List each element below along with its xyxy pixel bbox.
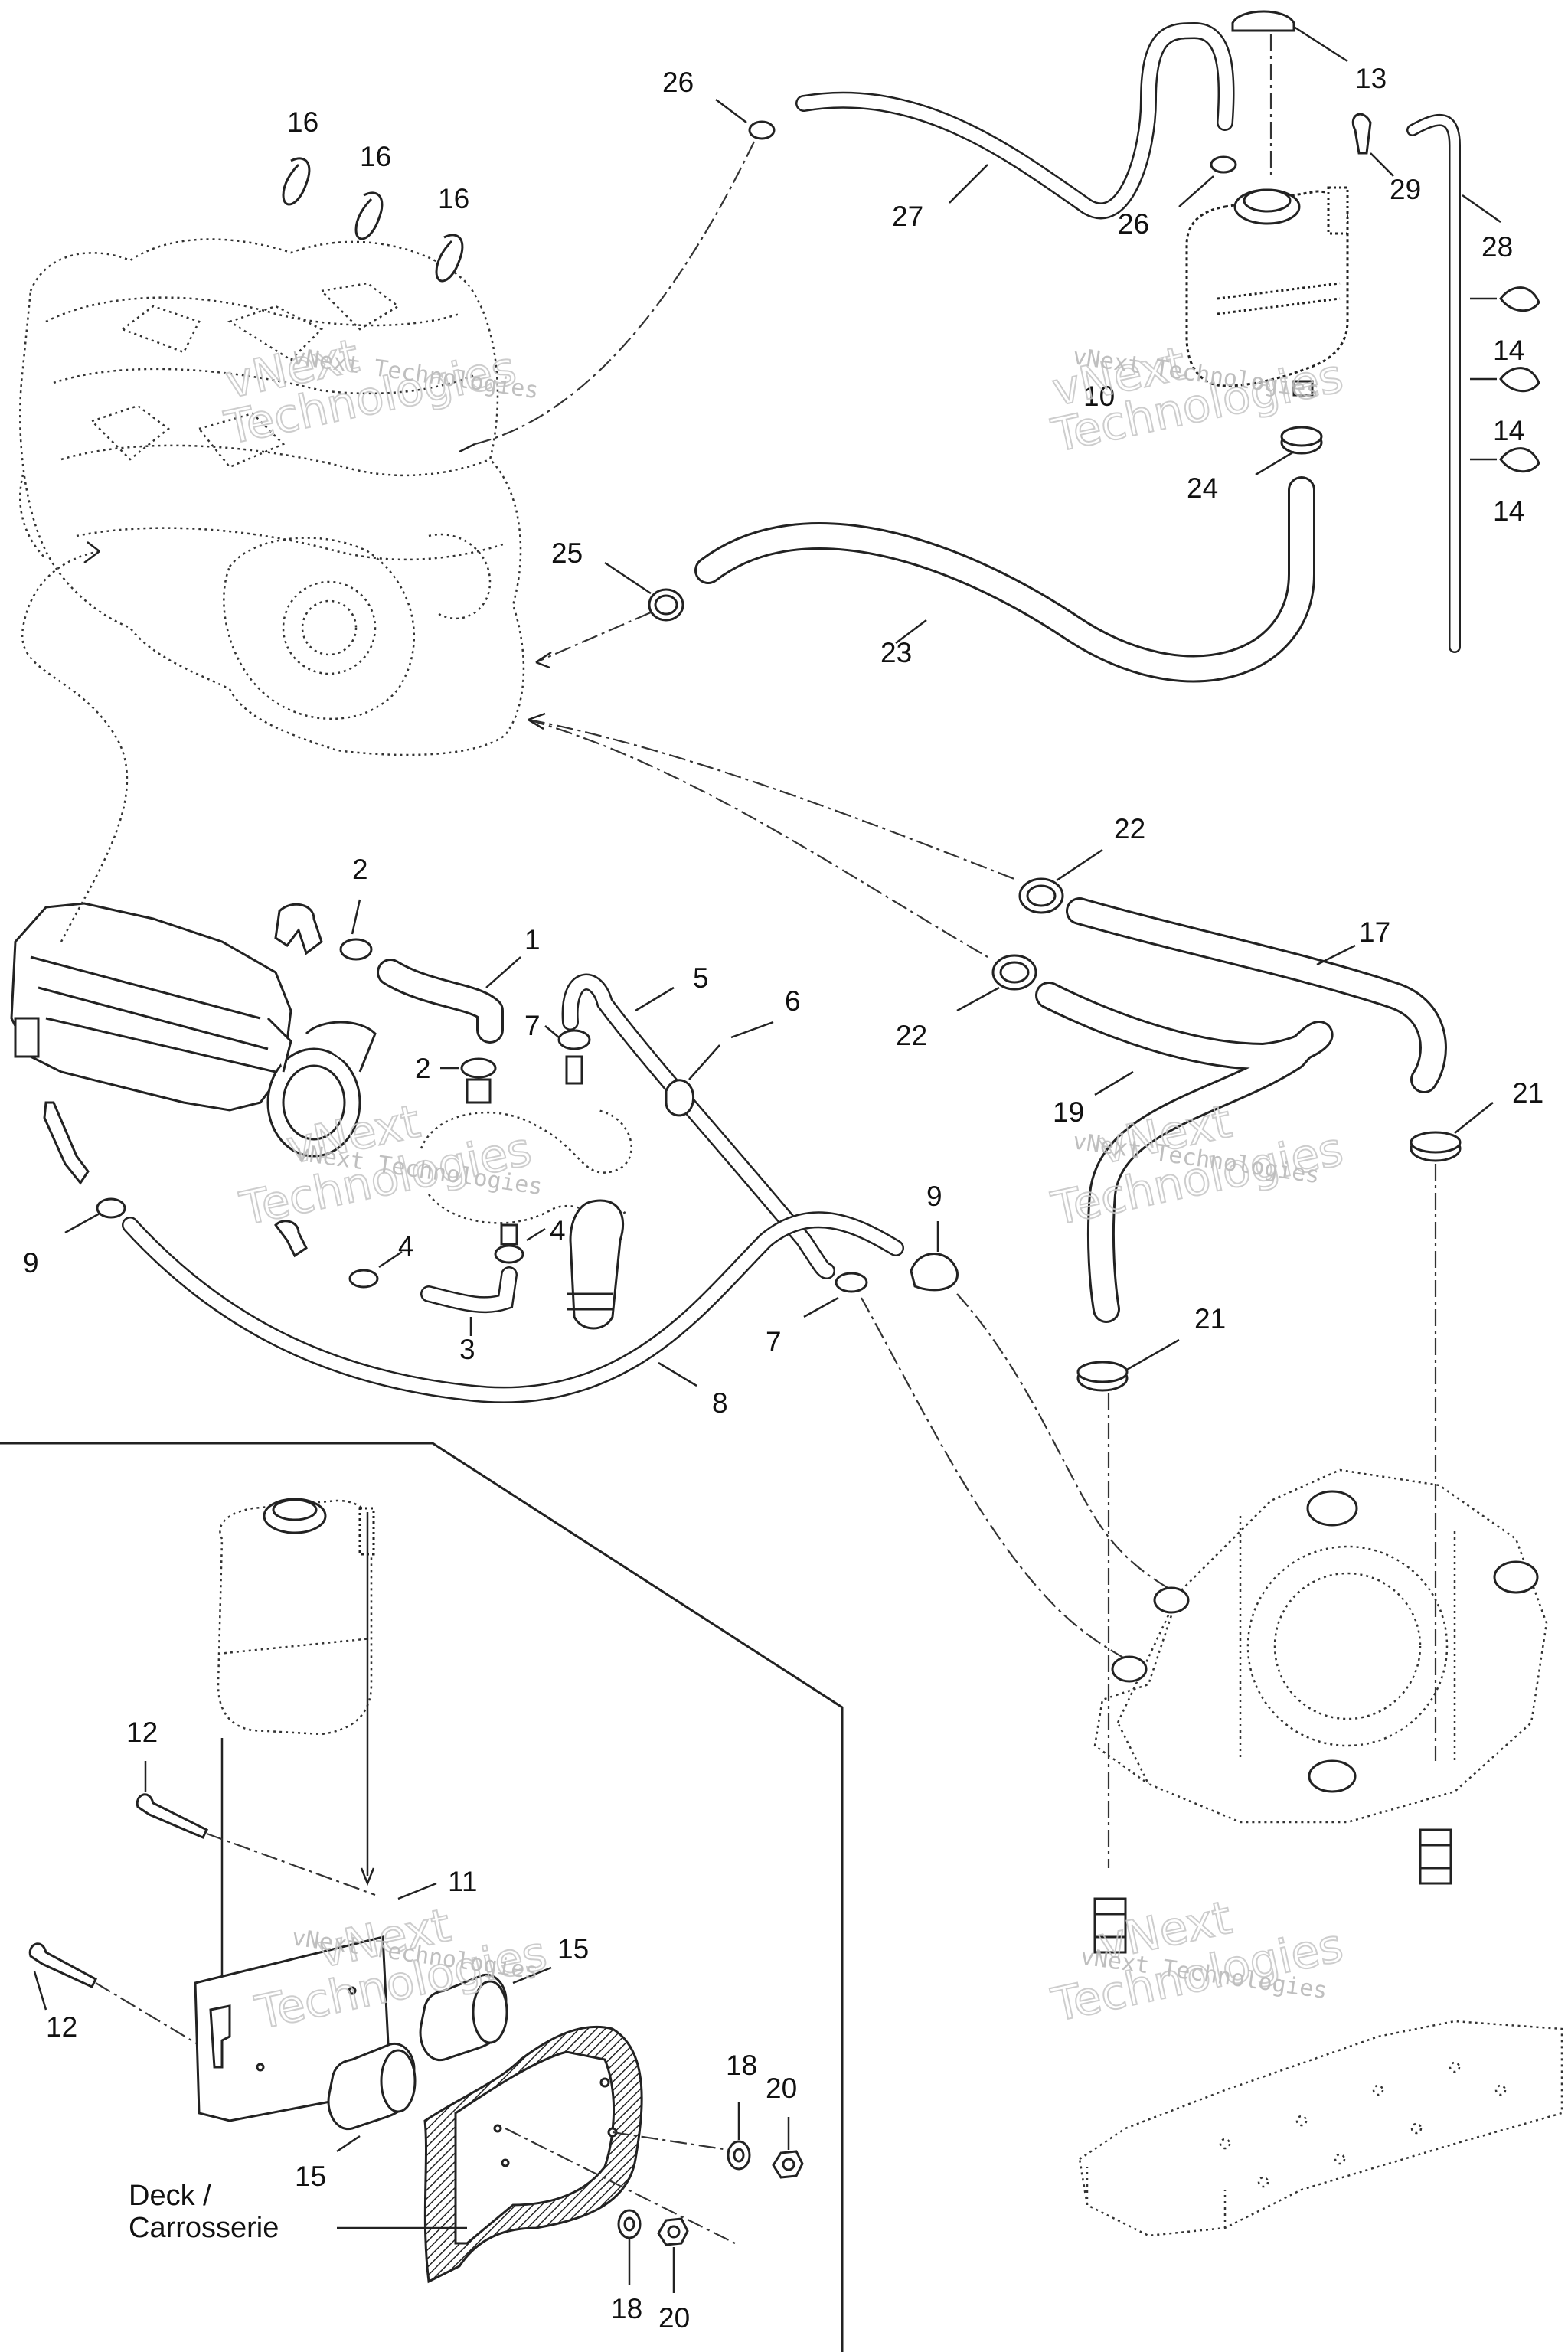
callout-18-top: 18	[726, 2050, 757, 2081]
callout-16-b: 16	[360, 141, 391, 172]
callout-15-bottom: 15	[295, 2161, 326, 2192]
hose-1: 1	[377, 924, 541, 1044]
callout-13: 13	[1355, 63, 1387, 94]
hose-3: 3	[420, 1266, 518, 1365]
callout-28: 28	[1481, 231, 1513, 263]
deck-section: Deck / Carrosserie	[129, 2025, 740, 2284]
callout-3: 3	[459, 1334, 475, 1365]
return-dashlines	[528, 712, 1019, 958]
callout-2-lower: 2	[415, 1053, 431, 1084]
engine-block	[19, 238, 525, 756]
callout-27: 27	[892, 201, 923, 232]
spacers-15: 15 15	[295, 1933, 589, 2192]
callout-4-right: 4	[550, 1215, 566, 1246]
callout-26-right: 26	[1118, 208, 1149, 240]
callout-21-top: 21	[1512, 1077, 1544, 1109]
callout-20-bottom: 20	[658, 2302, 690, 2334]
callout-22-bottom: 22	[896, 1020, 927, 1051]
callout-14-a: 14	[1493, 335, 1524, 366]
callout-16-c: 16	[438, 183, 469, 214]
callout-10: 10	[1083, 381, 1115, 412]
callout-7-top: 7	[524, 1010, 541, 1041]
radiator-cap-13: 13	[1231, 10, 1387, 180]
clip-6: 6	[665, 985, 801, 1117]
callout-24: 24	[1187, 472, 1218, 504]
nuts-20: 20 20	[657, 2073, 804, 2334]
inset-panel	[0, 1442, 844, 2352]
fittings-lower	[1093, 1828, 1452, 1954]
pump-dashlines	[861, 1293, 1187, 1662]
callout-1: 1	[524, 924, 541, 956]
clips-14: 14 14 14	[1470, 286, 1540, 527]
callout-7-lower: 7	[766, 1326, 782, 1357]
callout-29: 29	[1390, 174, 1421, 205]
callout-23: 23	[880, 637, 912, 668]
clamps-22: 22 22	[896, 813, 1145, 1051]
clamp-7-lower: 7	[766, 1272, 868, 1357]
callout-26-left: 26	[662, 67, 694, 98]
clamp-2-lower: 2	[415, 1053, 497, 1104]
hose-5: 5	[561, 962, 835, 1279]
callout-25: 25	[551, 537, 583, 569]
overflow-hose-27: 27	[795, 21, 1235, 232]
callout-8: 8	[712, 1387, 728, 1419]
callout-11: 11	[448, 1866, 477, 1897]
callout-12-top: 12	[126, 1717, 158, 1748]
clips-16: 16 16 16	[282, 106, 469, 283]
hose-8: 8	[122, 1211, 904, 1419]
clamp-7-top: 7	[524, 1010, 591, 1085]
callout-17: 17	[1359, 916, 1390, 948]
exhaust-manifold	[10, 541, 377, 1158]
callout-12-bottom: 12	[46, 2011, 77, 2043]
deck-label-line2: Carrosserie	[129, 2212, 279, 2244]
callout-22-top: 22	[1114, 813, 1145, 844]
pump-housing	[1093, 1468, 1548, 1824]
callout-20-top: 20	[766, 2073, 797, 2104]
callout-21-bottom: 21	[1194, 1303, 1226, 1334]
clamp-26-left: 26	[459, 67, 776, 453]
callout-9-right: 9	[926, 1181, 942, 1212]
clamp-9-right: 9	[910, 1181, 959, 1292]
hose-19: 19	[1035, 982, 1334, 1323]
clamp-25: 25	[535, 537, 684, 669]
clamp-29-and-vent-hose-28: 29 28	[1351, 113, 1513, 653]
bolts-12: 12 12	[28, 1717, 376, 2087]
callout-15-top: 15	[557, 1933, 589, 1965]
clamps-21: 21 21	[1076, 1077, 1544, 1868]
clamp-24: 24	[1187, 426, 1323, 504]
callout-14-b: 14	[1493, 415, 1524, 446]
callout-14-c: 14	[1493, 495, 1524, 527]
watermarks: vNext Technologies vNext Technologies vN…	[220, 328, 1349, 2041]
clamp-9-left: 9	[23, 1212, 100, 1279]
ride-plate	[1078, 2020, 1563, 2237]
hose-17: 17	[1066, 897, 1447, 1093]
clamps-4: 4 4	[274, 1215, 566, 1289]
intake-elbow	[420, 1109, 632, 1330]
callout-2-top: 2	[352, 854, 368, 885]
callout-9-left: 9	[23, 1247, 39, 1279]
washers-18: 18 18	[611, 2050, 757, 2324]
coolant-tank	[1185, 186, 1349, 397]
fitting-left	[43, 1101, 126, 1219]
callout-18-bottom: 18	[611, 2293, 642, 2324]
callout-6: 6	[785, 985, 801, 1017]
clamp-26-right: 26	[1118, 155, 1237, 240]
callout-16-a: 16	[287, 106, 318, 138]
elbow-fitting: 2	[274, 854, 373, 961]
callout-5: 5	[693, 962, 709, 994]
hose-23: 23	[694, 476, 1315, 683]
callout-4-left: 4	[398, 1230, 414, 1262]
callout-19: 19	[1053, 1096, 1084, 1128]
deck-label-line1: Deck /	[129, 2180, 211, 2212]
